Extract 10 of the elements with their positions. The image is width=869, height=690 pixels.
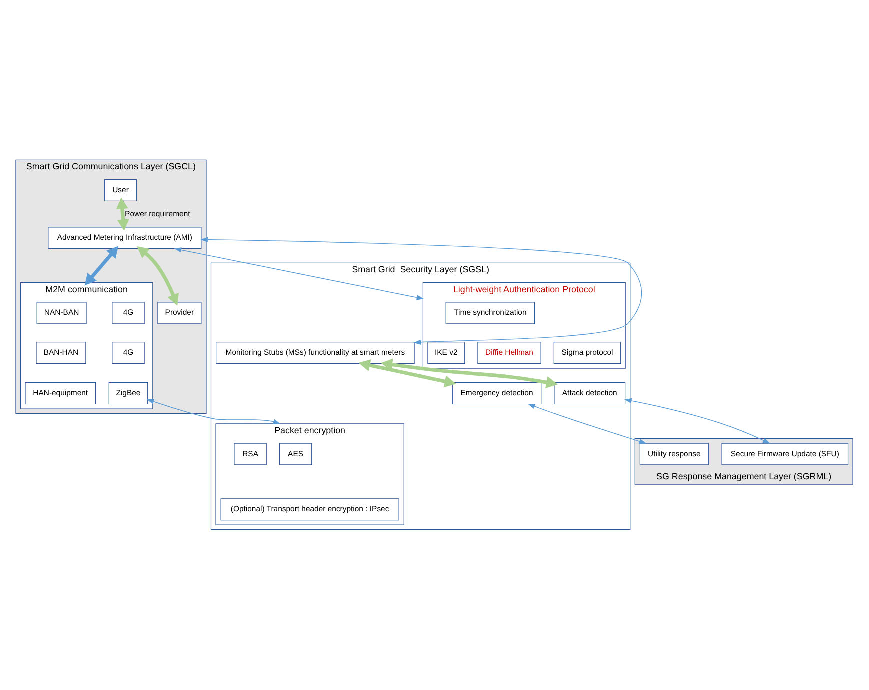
arrow [380,358,558,388]
arrow [358,360,456,388]
arrow [528,404,647,444]
arrow [116,198,130,232]
arrow [84,246,119,286]
arrow [200,237,642,345]
arrow [137,246,179,306]
arrow [624,398,770,444]
arrow [174,248,424,300]
arrow [146,399,281,424]
